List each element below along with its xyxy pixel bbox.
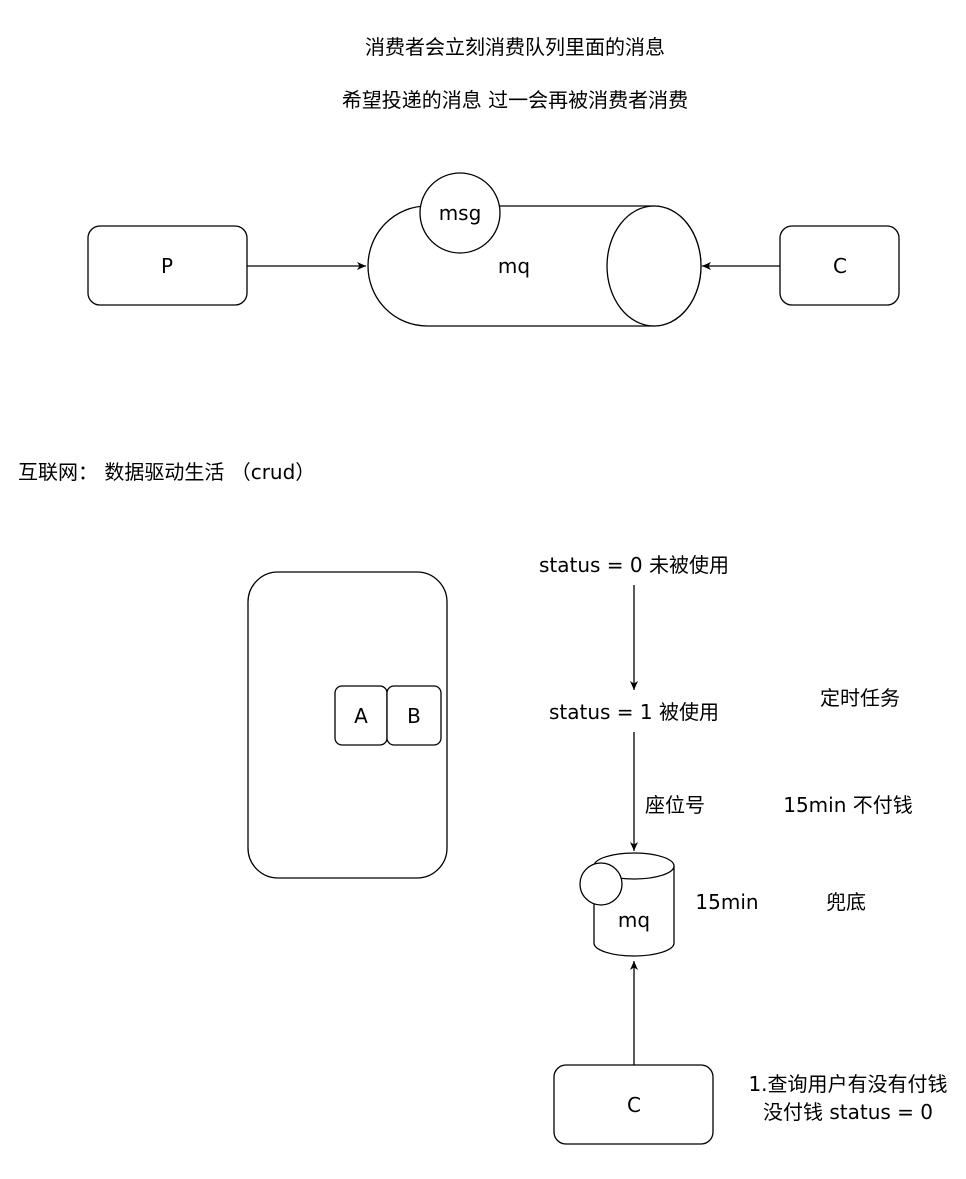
- delay-15min-label: 15min: [695, 890, 758, 914]
- unpaid-15min-label: 15min 不付钱: [783, 793, 913, 817]
- message-label: msg: [439, 201, 482, 225]
- fallback-label: 兜底: [826, 890, 866, 914]
- queue-cylinder: mq: [367, 205, 702, 327]
- queue-label-small: mq: [618, 908, 650, 932]
- consumer-box-bottom: C: [553, 1064, 714, 1145]
- seat-a-label: A: [354, 704, 368, 728]
- queue-label: mq: [498, 254, 530, 278]
- check-payment-line-1: 1.查询用户有没有付钱: [748, 1072, 947, 1096]
- consumer-box-top: C: [779, 225, 900, 306]
- check-payment-line-2: 没付钱 status = 0: [763, 1100, 933, 1124]
- status-0-label: status = 0 未被使用: [539, 553, 729, 577]
- seat-number-label: 座位号: [645, 793, 705, 817]
- message-circle: msg: [419, 172, 501, 254]
- section-label: 互联网： 数据驱动生活 （crud）: [18, 460, 315, 484]
- scheduled-task-label: 定时任务: [820, 686, 900, 710]
- header-line-1: 消费者会立刻消费队列里面的消息: [365, 35, 665, 59]
- producer-label: P: [161, 254, 173, 278]
- seat-b: B: [386, 685, 442, 746]
- queue-cylinder-small: mq: [593, 852, 675, 957]
- header-line-2: 希望投递的消息 过一会再被消费者消费: [342, 88, 688, 112]
- seat-a: A: [334, 685, 388, 746]
- seat-b-label: B: [407, 704, 421, 728]
- message-circle-small: [579, 862, 623, 906]
- status-1-label: status = 1 被使用: [549, 700, 719, 724]
- consumer-label-bottom: C: [627, 1093, 641, 1117]
- producer-box: P: [87, 225, 248, 306]
- consumer-label-top: C: [833, 254, 847, 278]
